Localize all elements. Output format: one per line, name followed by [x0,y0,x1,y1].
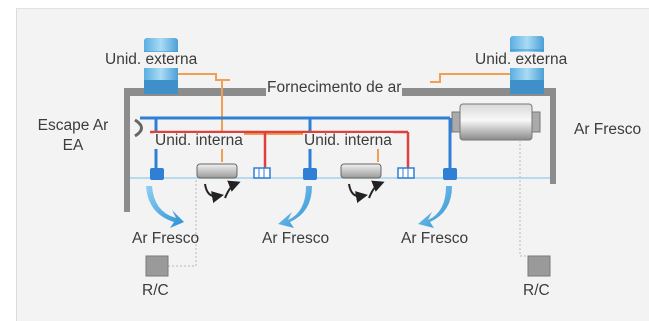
diffuser [303,168,317,180]
fresh-air-label-2: Ar Fresco [262,230,330,247]
fresh-air-label-1: Ar Fresco [132,230,200,247]
indoor-unit-right-label: Unid. interna [303,132,393,149]
fresh-air-arrow [146,186,184,228]
rc-wire [168,140,530,267]
diffuser [443,168,457,180]
outdoor-unit-right-label: Unid. externa [474,51,569,68]
fresh-air-label-3: Ar Fresco [401,230,469,247]
circulation-arrow [204,180,241,203]
exhaust-air-label-line1: Escape Ar [37,117,109,134]
indoor-unit-left-label: Unid. interna [154,132,244,149]
exhaust-air-label-line2: EA [62,136,84,154]
fresh-air-outside-label: Ar Fresco [574,121,642,138]
circulation-arrow [348,180,385,203]
fresh-air-arrow [278,186,312,228]
refrigerant-valve [397,167,415,179]
indoor-cassette-right [340,163,382,179]
remote-controller-left [145,255,169,277]
remote-controller-right-label: R/C [523,282,550,299]
exhaust-air-label: Escape Ar EA [30,118,116,153]
diffuser [150,168,164,180]
refrigerant-pipe [150,130,410,170]
air-supply-label: Fornecimento de ar [266,79,403,96]
outdoor-unit-left-label: Unid. externa [104,51,199,68]
erv-unit [451,103,541,141]
indoor-cassette-left [196,163,238,179]
remote-controller-left-label: R/C [142,282,169,299]
refrigerant-valve [253,167,271,179]
exhaust-grille [134,118,143,138]
fresh-air-arrow [418,186,452,228]
remote-controller-right [527,255,551,277]
